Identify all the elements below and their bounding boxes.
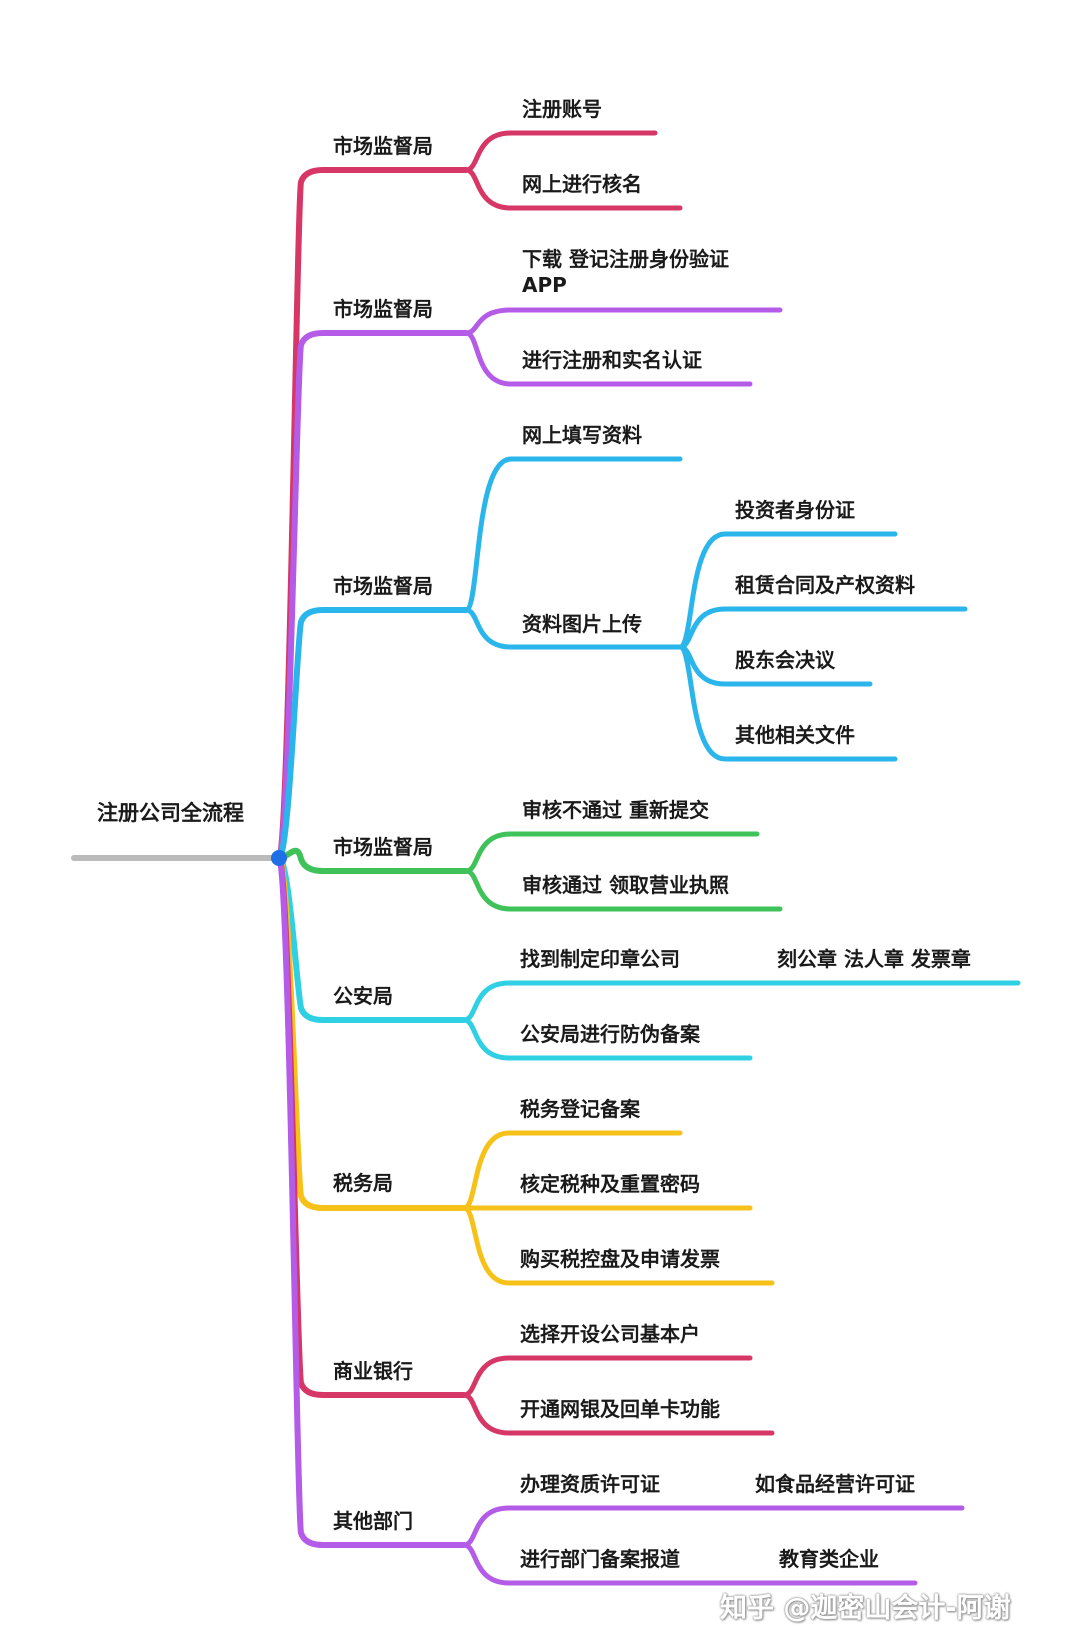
branch-5-child-1[interactable]: 核定税种及重置密码 <box>520 1172 700 1196</box>
branch-4-child-1-link <box>461 1017 753 1061</box>
branch-7-child-0-link <box>461 1505 965 1548</box>
branch-3-child-0[interactable]: 审核不通过 重新提交 <box>522 798 709 822</box>
branch-6-child-0-link <box>461 1355 753 1398</box>
branch-2-child-1[interactable]: 资料图片上传 <box>522 612 642 636</box>
branch-2-child-0[interactable]: 网上填写资料 <box>522 423 642 447</box>
branch-3-child-0-link <box>463 831 760 874</box>
branch-1-child-0-link <box>463 307 783 336</box>
branch-2-child-0-link <box>463 456 683 613</box>
branch-5-link <box>276 855 467 1211</box>
branch-5-child-2[interactable]: 购买税控盘及申请发票 <box>520 1247 720 1271</box>
branch-1-child-0[interactable]: 下载 登记注册身份验证APP <box>522 247 729 297</box>
branch-2-grandchild-0-link <box>677 531 898 650</box>
branch-2-grandchild-0[interactable]: 投资者身份证 <box>735 498 855 522</box>
branch-6-label[interactable]: 商业银行 <box>333 1359 413 1383</box>
branch-4-child-0-note: 刻公章 法人章 发票章 <box>777 947 971 971</box>
branch-6-child-0[interactable]: 选择开设公司基本户 <box>520 1322 700 1346</box>
branch-2-grandchild-3[interactable]: 其他相关文件 <box>735 723 855 747</box>
branch-5-label[interactable]: 税务局 <box>333 1171 393 1195</box>
branch-4-child-0[interactable]: 找到制定印章公司 <box>520 947 680 971</box>
branch-0-child-0-link <box>463 130 658 173</box>
branch-2-grandchild-3-link <box>677 644 898 762</box>
branch-7-link <box>276 855 467 1548</box>
branch-2-grandchild-1[interactable]: 租赁合同及产权资料 <box>735 573 915 597</box>
branch-5-child-0[interactable]: 税务登记备案 <box>520 1097 640 1121</box>
branch-0-child-1[interactable]: 网上进行核名 <box>522 172 642 196</box>
branch-7-child-1[interactable]: 进行部门备案报道 <box>520 1547 680 1571</box>
branch-3-child-1-link <box>463 868 783 912</box>
branch-0-link <box>276 167 469 861</box>
branch-2-child-1-link <box>463 607 683 650</box>
branch-3-child-1[interactable]: 审核通过 领取营业执照 <box>522 873 729 897</box>
branch-1-child-1[interactable]: 进行注册和实名认证 <box>522 348 702 372</box>
branch-2-link <box>276 607 469 861</box>
branch-4-child-1[interactable]: 公安局进行防伪备案 <box>520 1022 700 1046</box>
branch-7-child-1-note: 教育类企业 <box>779 1547 879 1571</box>
branch-0-child-1-link <box>463 167 683 211</box>
branch-7-child-0-note: 如食品经营许可证 <box>755 1472 915 1496</box>
branch-1-child-1-link <box>463 330 753 387</box>
branch-1-label[interactable]: 市场监督局 <box>333 297 433 321</box>
branch-7-child-1-link <box>461 1542 918 1586</box>
branch-7-label[interactable]: 其他部门 <box>333 1509 413 1533</box>
branch-6-child-1[interactable]: 开通网银及回单卡功能 <box>520 1397 720 1421</box>
branch-5-child-0-link <box>461 1130 683 1211</box>
root-node-label[interactable]: 注册公司全流程 <box>97 801 244 825</box>
hub-node-dot[interactable] <box>271 850 287 866</box>
branch-3-link <box>276 847 469 874</box>
branch-2-label[interactable]: 市场监督局 <box>333 574 433 598</box>
branch-1-link <box>276 330 469 861</box>
branch-0-label[interactable]: 市场监督局 <box>333 134 433 158</box>
branch-4-label[interactable]: 公安局 <box>333 984 393 1008</box>
branch-0-child-0[interactable]: 注册账号 <box>522 97 602 121</box>
branch-7-child-0[interactable]: 办理资质许可证 <box>520 1472 660 1496</box>
branch-6-link <box>276 855 467 1398</box>
branch-2-grandchild-2[interactable]: 股东会决议 <box>735 648 835 672</box>
watermark: 知乎 @迦密山会计-阿谢 <box>720 1593 1011 1624</box>
branch-6-child-1-link <box>461 1392 775 1436</box>
branch-5-child-2-link <box>461 1205 775 1286</box>
branch-2-grandchild-1-link <box>677 606 968 650</box>
branch-4-child-0-link <box>461 980 1021 1023</box>
branch-3-label[interactable]: 市场监督局 <box>333 835 433 859</box>
